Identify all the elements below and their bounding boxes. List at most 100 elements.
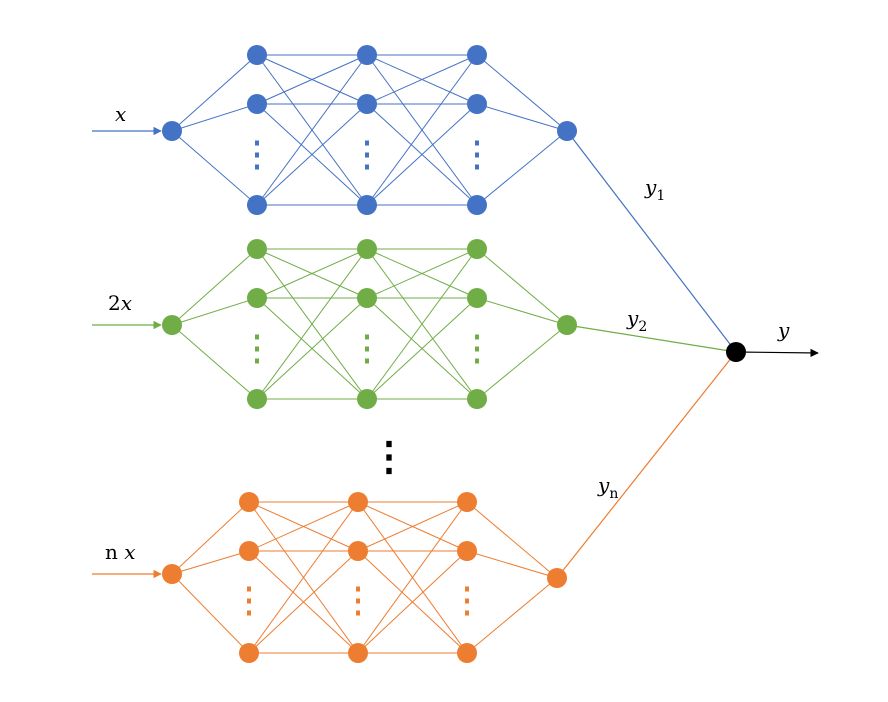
output-label-1: y1 — [644, 175, 665, 204]
edge — [476, 248, 568, 326]
edge — [476, 103, 568, 132]
input-label-2: 2x — [108, 291, 132, 315]
edge — [256, 297, 368, 400]
input-node — [162, 315, 182, 335]
hidden-node — [247, 195, 267, 215]
input-node — [162, 121, 182, 141]
edge — [248, 501, 359, 654]
layer-ellipsis-dot — [475, 346, 479, 352]
layer-ellipsis-dot — [255, 334, 259, 340]
hidden-node — [247, 239, 267, 259]
merge-lines — [556, 130, 819, 579]
hidden-node — [357, 195, 377, 215]
edge — [171, 103, 258, 132]
hidden-node — [467, 288, 487, 308]
layer-ellipsis-dot — [475, 140, 479, 146]
edge — [357, 501, 468, 552]
layer-ellipsis-dot — [356, 598, 360, 604]
edge — [466, 550, 558, 579]
edge — [366, 54, 478, 105]
layer-ellipsis-dot — [465, 586, 469, 592]
layer-ellipsis-dot — [475, 334, 479, 340]
layer-ellipsis-dot — [365, 152, 369, 158]
edge — [366, 103, 478, 206]
output-label-n: yn — [597, 473, 618, 502]
hidden-node — [457, 541, 477, 561]
edge — [171, 248, 258, 326]
hidden-node — [467, 195, 487, 215]
edge — [171, 324, 258, 400]
edge — [248, 550, 359, 654]
edge — [256, 54, 368, 105]
edge — [357, 550, 468, 654]
hidden-node — [239, 643, 259, 663]
layer-ellipsis-dot — [356, 586, 360, 592]
hidden-node — [348, 541, 368, 561]
network-ellipsis: ⋮ — [369, 433, 409, 480]
edge — [466, 577, 558, 654]
edge — [171, 550, 250, 575]
edge — [366, 248, 478, 299]
network-1 — [92, 45, 577, 215]
final-output-node — [726, 342, 746, 362]
network-2 — [92, 239, 577, 409]
edge — [366, 54, 478, 206]
hidden-node — [457, 492, 477, 512]
edge — [256, 248, 368, 299]
layer-ellipsis-dot — [255, 140, 259, 146]
edge — [466, 501, 558, 579]
edge — [171, 501, 250, 575]
hidden-node — [348, 492, 368, 512]
hidden-node — [467, 239, 487, 259]
layer-ellipsis-dot — [465, 610, 469, 616]
hidden-node — [247, 45, 267, 65]
edge — [248, 501, 359, 552]
layer-ellipsis-dot — [247, 586, 251, 592]
edge — [171, 297, 258, 326]
final-output-label: y — [777, 318, 790, 342]
hidden-node — [247, 94, 267, 114]
edge — [476, 54, 568, 132]
hidden-node — [467, 94, 487, 114]
layer-ellipsis-dot — [365, 140, 369, 146]
edge — [171, 54, 258, 132]
layer-ellipsis-dot — [365, 358, 369, 364]
hidden-node — [457, 643, 477, 663]
hidden-node — [357, 45, 377, 65]
input-label-1: x — [115, 102, 126, 126]
edge — [256, 248, 368, 400]
layer-ellipsis-dot — [255, 152, 259, 158]
output-label-2: y2 — [626, 306, 647, 335]
edge — [366, 297, 478, 400]
hidden-node — [247, 288, 267, 308]
networks-group — [92, 45, 577, 663]
hidden-node — [348, 643, 368, 663]
edge — [366, 248, 478, 400]
merge-line-3 — [556, 351, 737, 579]
input-node — [162, 564, 182, 584]
edge — [256, 54, 368, 206]
layer-ellipsis-dot — [255, 164, 259, 170]
layer-ellipsis-dot — [255, 346, 259, 352]
layer-ellipsis-dot — [247, 598, 251, 604]
hidden-node — [467, 45, 487, 65]
hidden-node — [357, 389, 377, 409]
layer-ellipsis-dot — [475, 164, 479, 170]
hidden-node — [357, 288, 377, 308]
layer-ellipsis-dot — [365, 346, 369, 352]
hidden-node — [467, 389, 487, 409]
layer-ellipsis-dot — [475, 358, 479, 364]
layer-ellipsis-dot — [365, 334, 369, 340]
edge — [476, 297, 568, 326]
hidden-node — [357, 239, 377, 259]
merge-line-2 — [566, 324, 737, 353]
layer-ellipsis-dot — [356, 610, 360, 616]
input-label-n: n x — [105, 540, 136, 564]
hidden-node — [247, 389, 267, 409]
network-3 — [92, 492, 567, 663]
layer-ellipsis-dot — [365, 164, 369, 170]
edge — [476, 130, 568, 206]
merge-line-1 — [566, 130, 737, 353]
hidden-node — [357, 94, 377, 114]
